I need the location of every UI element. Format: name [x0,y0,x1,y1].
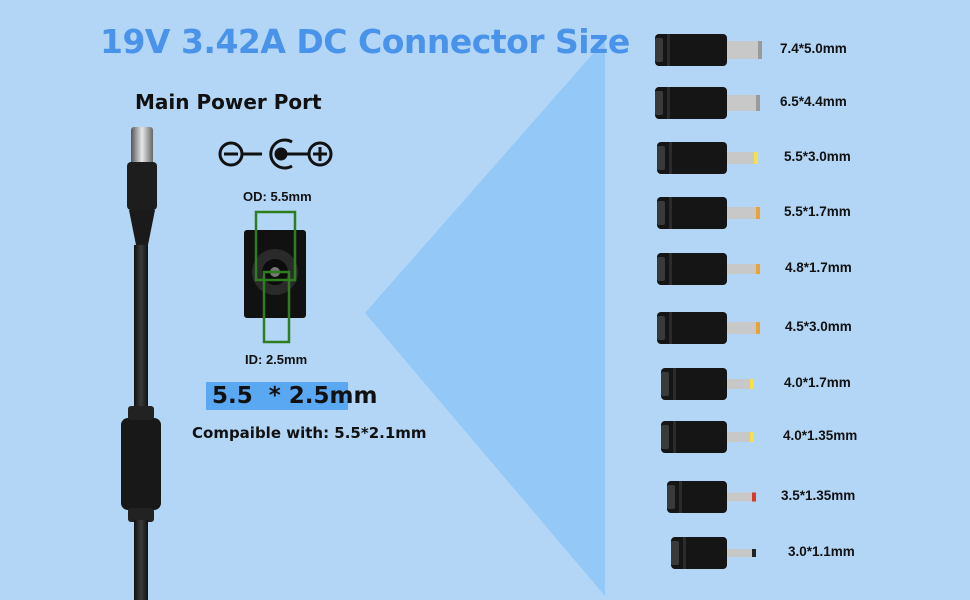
main-size-label: 5.5 * 2.5mm [212,383,378,409]
power-cable [121,127,161,600]
od-outline [254,210,297,282]
cable-lower [134,520,148,600]
socket-diagram [244,210,306,344]
id-outline [262,270,291,344]
adapter-tip-9-label: 3.5*1.35mm [781,488,856,503]
id-label: ID: 2.5mm [245,352,308,367]
adapter-tip-1-icon [655,34,762,66]
adapter-tip-4-label: 5.5*1.7mm [784,204,851,219]
polarity-icon [218,138,333,170]
adapter-tip-4-icon [657,197,760,229]
adapter-tip-7-icon [661,368,754,400]
adapter-tip-3-icon [657,142,758,174]
page-title: 19V 3.42A DC Connector Size [100,22,630,61]
plug-housing [127,162,157,210]
plug-strain-relief [129,210,155,245]
adapter-tip-10-icon [671,537,756,569]
adapter-tip-3-label: 5.5*3.0mm [784,149,851,164]
adapter-tip-5-label: 4.8*1.7mm [785,260,852,275]
cable-upper [134,245,148,415]
size-highlight [206,382,348,410]
adapter-tip-5-icon [657,253,760,285]
ferrite-choke [121,418,161,510]
adapter-tip-8-label: 4.0*1.35mm [783,428,858,443]
od-label: OD: 5.5mm [243,189,312,204]
adapter-tip-6-icon [657,312,760,344]
barrel-plug-metal [131,127,153,165]
adapter-tip-1-label: 7.4*5.0mm [780,41,847,56]
highlight-beam [365,40,605,596]
adapter-tip-6-label: 4.5*3.0mm [785,319,852,334]
compatible-label: Compaible with: 5.5*2.1mm [192,424,427,442]
adapter-tip-2-label: 6.5*4.4mm [780,94,847,109]
adapter-tip-8-icon [661,421,754,453]
main-port-label: Main Power Port [135,90,322,114]
adapter-tip-2-icon [655,87,760,119]
adapter-tip-10-label: 3.0*1.1mm [788,544,855,559]
adapter-tip-7-label: 4.0*1.7mm [784,375,851,390]
adapter-tip-9-icon [667,481,756,513]
